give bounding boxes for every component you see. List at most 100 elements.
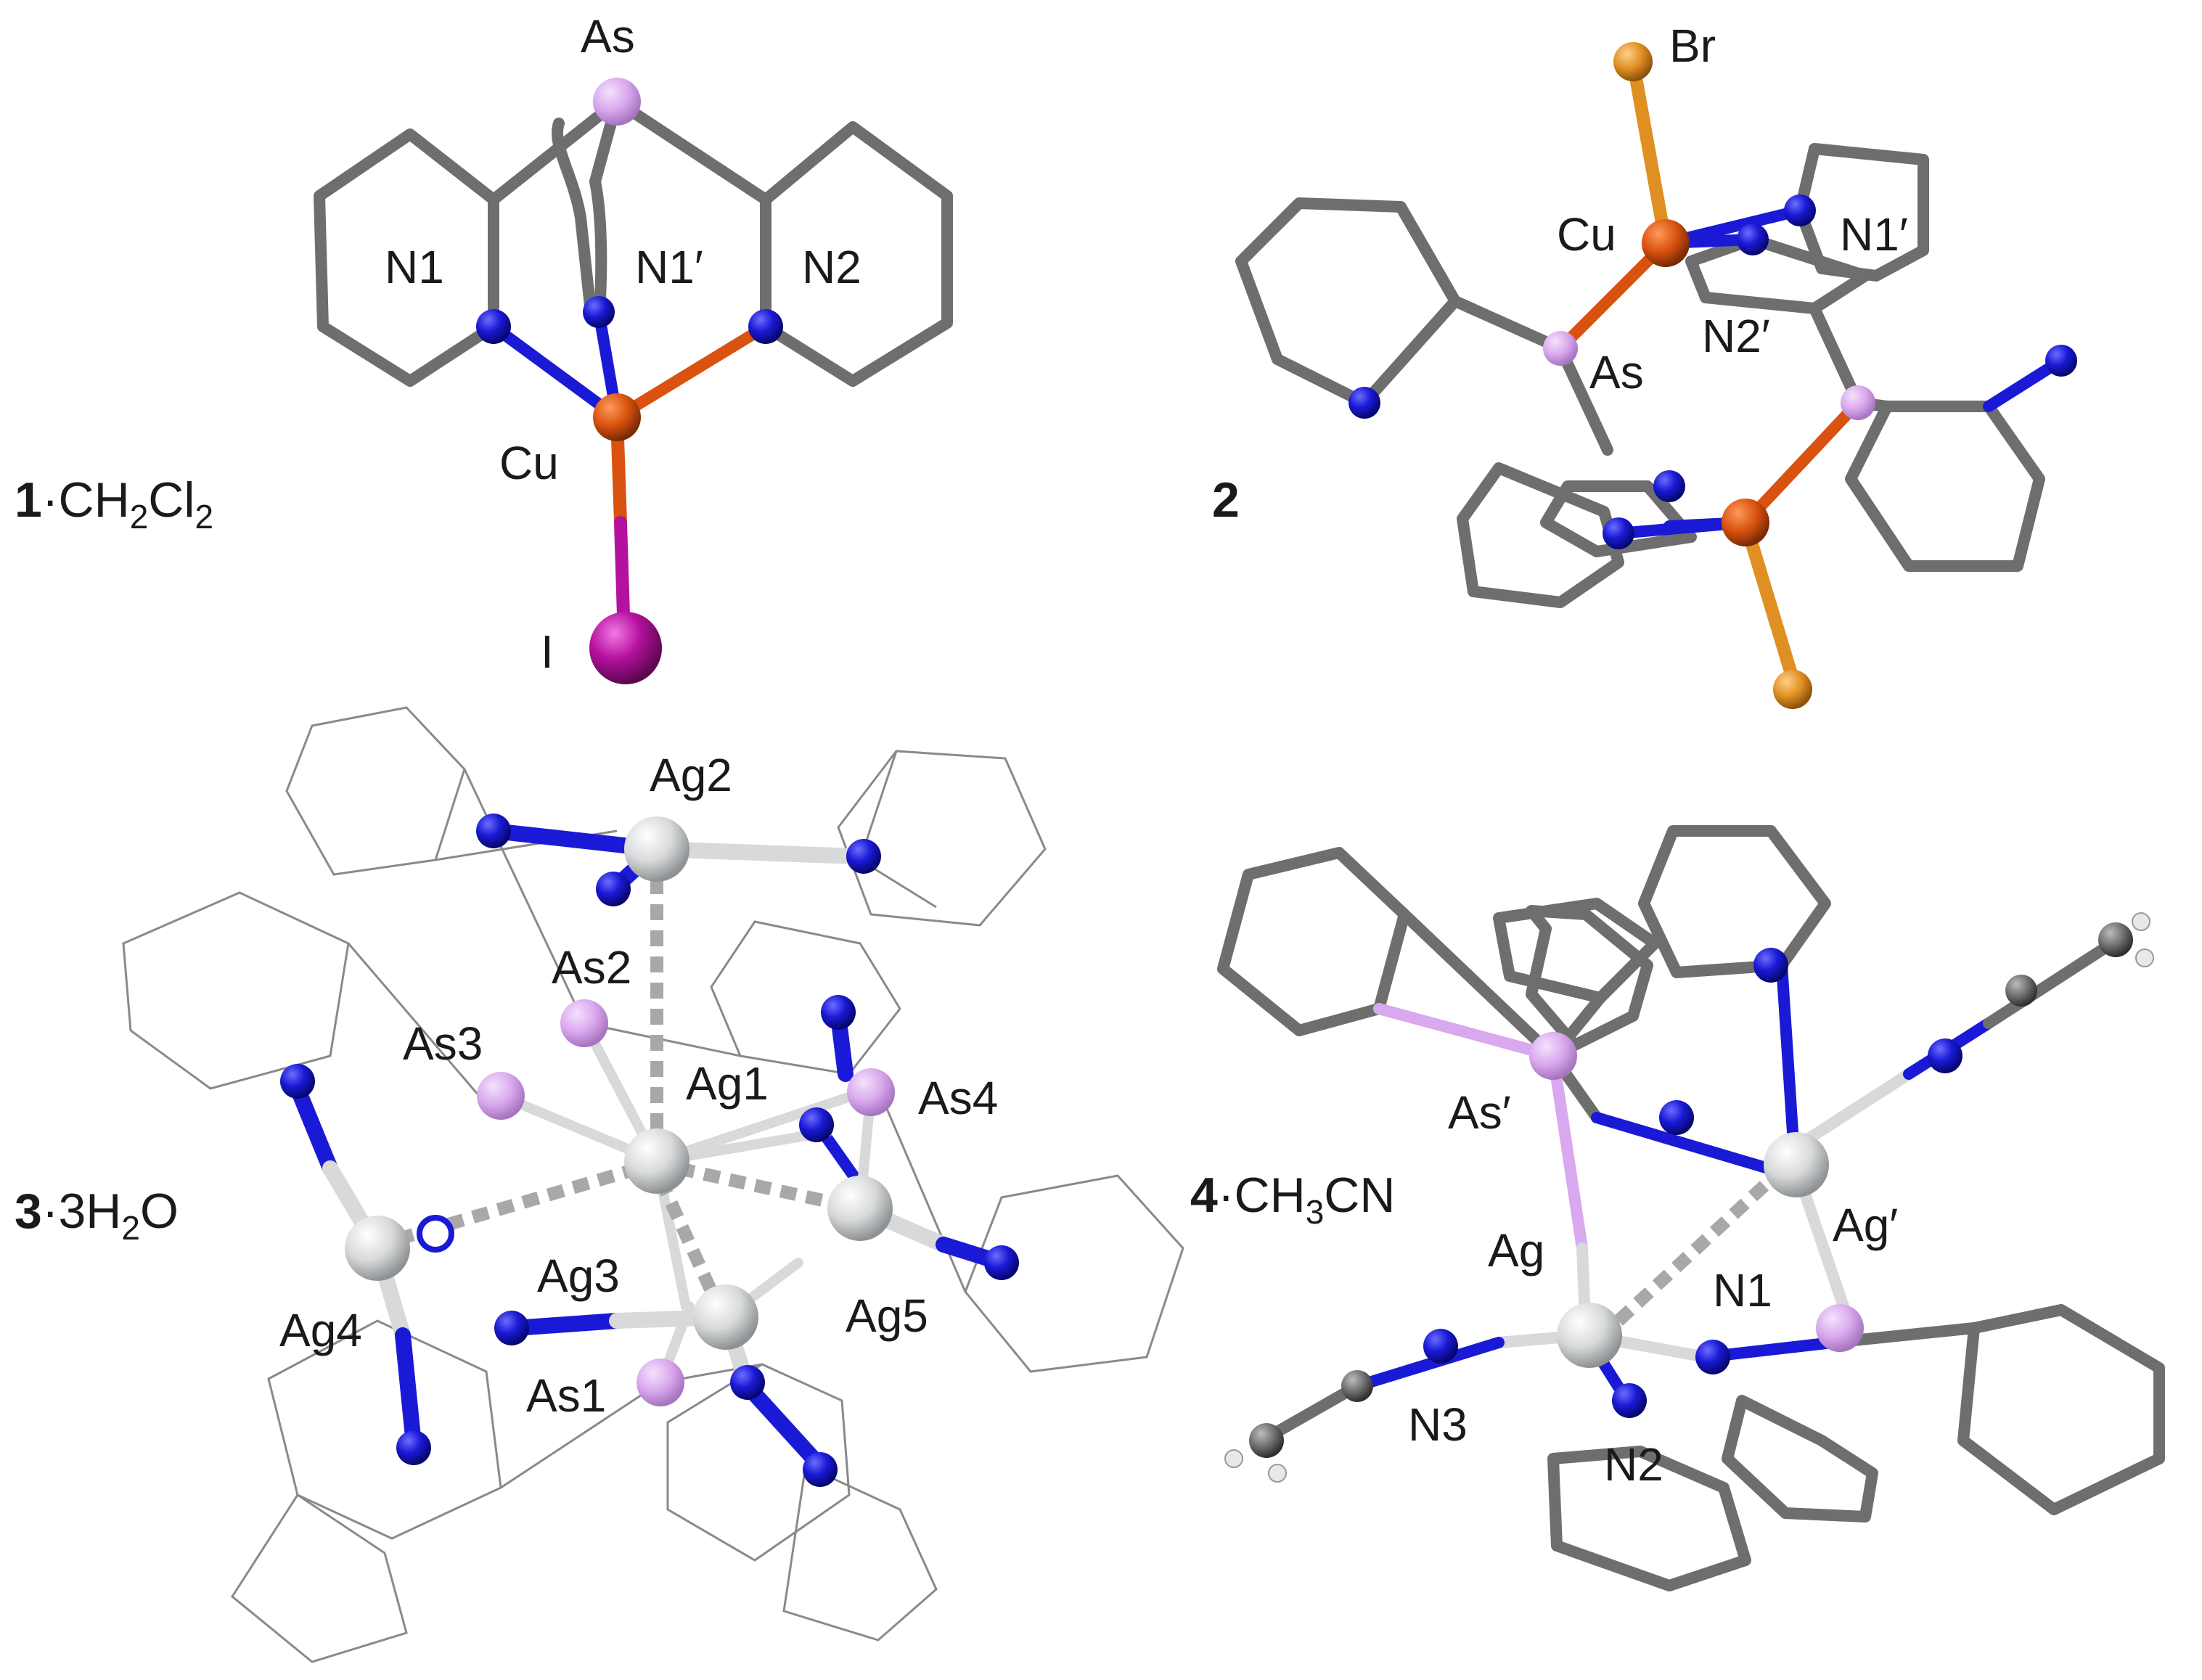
hydrogen-atom — [1268, 1464, 1287, 1483]
arsenic-atom — [1543, 331, 1578, 366]
panel-4-labels: As′ Ag′ Ag N1 N3 N2 — [1408, 1086, 1898, 1491]
nitrogen-atom — [596, 872, 631, 906]
copper-atom — [1642, 219, 1690, 267]
atom-label: Cu — [499, 437, 559, 489]
nitrogen-atom-hollow — [417, 1215, 454, 1253]
atom-label: As — [581, 10, 635, 62]
nitrogen-atom — [1612, 1383, 1647, 1418]
nitrogen-atom — [1653, 470, 1685, 502]
nitrogen-atom — [1753, 948, 1788, 983]
carbon-atom — [2098, 922, 2133, 957]
carbon-atom — [1249, 1423, 1284, 1458]
nitrogen-atom — [803, 1452, 838, 1487]
atom-label: Ag — [1488, 1224, 1544, 1277]
panel-2-labels: Br Cu N1′ As N2′ — [1557, 20, 1908, 398]
nitrogen-atom — [1784, 194, 1816, 226]
panel-4-atoms — [1224, 912, 2154, 1483]
bromine-atom — [1773, 670, 1812, 709]
nitrogen-atom — [1928, 1038, 1962, 1073]
copper-atom — [1722, 499, 1769, 546]
atom-label: As2 — [552, 941, 631, 993]
atom-label: N1 — [385, 241, 444, 293]
nitrogen-atom — [846, 839, 881, 874]
nitrogen-atom — [799, 1107, 834, 1142]
nitrogen-atom — [1423, 1329, 1458, 1364]
nitrogen-atom — [1695, 1340, 1730, 1374]
panel-1-labels: As N1 N1′ N2 Cu I — [385, 10, 861, 678]
panel-1-structure: As N1 N1′ N2 Cu I 1·CH2Cl2 — [15, 10, 953, 684]
carbon-atom — [2005, 975, 2037, 1007]
compound-label-1: 1·CH2Cl2 — [15, 472, 213, 536]
atom-label: Ag′ — [1833, 1199, 1898, 1251]
iodine-atom — [589, 612, 662, 684]
atom-label: N3 — [1408, 1398, 1468, 1451]
atom-label: Ag4 — [279, 1304, 362, 1356]
atom-label: Ag2 — [650, 749, 732, 801]
atom-label: Ag3 — [537, 1250, 620, 1302]
atom-label: Cu — [1557, 208, 1616, 261]
atom-label: As′ — [1448, 1086, 1511, 1139]
atom-label: Br — [1669, 20, 1716, 72]
arsenic-atom — [560, 999, 608, 1047]
panel-3-atoms — [280, 814, 1019, 1487]
atom-label: N1′ — [1840, 208, 1908, 261]
panel-4-structure: As′ Ag′ Ag N1 N3 N2 4·CH3CN — [1190, 825, 2165, 1591]
nitrogen-atom — [494, 1311, 529, 1345]
nitrogen-atom — [1659, 1100, 1694, 1135]
silver-atom — [1764, 1132, 1829, 1197]
hydrogen-atom — [2135, 948, 2154, 967]
atom-label: Ag1 — [686, 1057, 769, 1110]
panel-1-atoms — [476, 78, 783, 684]
nitrogen-atom — [821, 995, 856, 1030]
carbon-atom — [1341, 1370, 1373, 1402]
silver-atom — [345, 1216, 410, 1281]
nitrogen-atom-n2 — [748, 309, 783, 344]
atom-label: N2 — [1604, 1438, 1663, 1491]
compound-label-3: 3·3H2O — [15, 1184, 179, 1247]
panel-2-structure: Br Cu N1′ As N2′ 2 — [1212, 20, 2077, 709]
silver-atom — [693, 1284, 758, 1350]
nitrogen-atom — [476, 814, 511, 848]
atom-label: N1′ — [635, 241, 703, 293]
nitrogen-atom-n1 — [476, 309, 511, 344]
nitrogen-atom — [396, 1430, 431, 1465]
silver-atom — [624, 1128, 689, 1194]
panel-4-argentophilic-contact — [1613, 1178, 1772, 1326]
panel-3-structure: Ag2 As2 As3 Ag1 As4 Ag3 Ag5 Ag4 As1 3·3H… — [15, 706, 1184, 1663]
nitrogen-atom — [280, 1064, 315, 1099]
nitrogen-atom — [1603, 517, 1634, 549]
arsenic-atom — [847, 1068, 895, 1116]
panel-3-labels: Ag2 As2 As3 Ag1 As4 Ag3 Ag5 Ag4 As1 — [279, 749, 998, 1422]
arsenic-atom — [593, 78, 641, 126]
atom-label: As — [1589, 346, 1644, 398]
nitrogen-atom-n1p — [583, 296, 615, 328]
atom-label: Ag5 — [846, 1290, 928, 1342]
arsenic-atom — [1529, 1032, 1577, 1080]
panel-2-bonds — [1351, 55, 2063, 685]
panel-1-bonds — [488, 96, 771, 645]
arsenic-atom — [1816, 1304, 1864, 1352]
compound-label-2: 2 — [1212, 472, 1240, 528]
atom-label: As4 — [918, 1072, 998, 1124]
silver-atom — [624, 816, 689, 882]
copper-atom — [593, 393, 641, 441]
silver-atom — [827, 1176, 893, 1241]
hydrogen-atom — [1224, 1449, 1243, 1468]
bromine-atom — [1613, 42, 1653, 81]
panel-2-atoms — [1348, 42, 2077, 709]
nitrogen-atom — [730, 1365, 765, 1400]
atom-label: N2 — [802, 241, 861, 293]
arsenic-atom — [637, 1359, 684, 1406]
nitrogen-atom — [984, 1245, 1019, 1280]
arsenic-atom — [477, 1072, 525, 1120]
atom-label: I — [541, 626, 554, 678]
atom-label: As1 — [526, 1369, 606, 1422]
nitrogen-atom — [1348, 387, 1380, 419]
hydrogen-atom — [2132, 912, 2150, 931]
nitrogen-atom — [2045, 345, 2077, 377]
atom-label: N1 — [1713, 1264, 1772, 1316]
atom-label: As3 — [403, 1017, 483, 1070]
silver-atom — [1557, 1303, 1622, 1368]
compound-label-4: 4·CH3CN — [1190, 1168, 1396, 1231]
arsenic-atom — [1841, 385, 1875, 420]
